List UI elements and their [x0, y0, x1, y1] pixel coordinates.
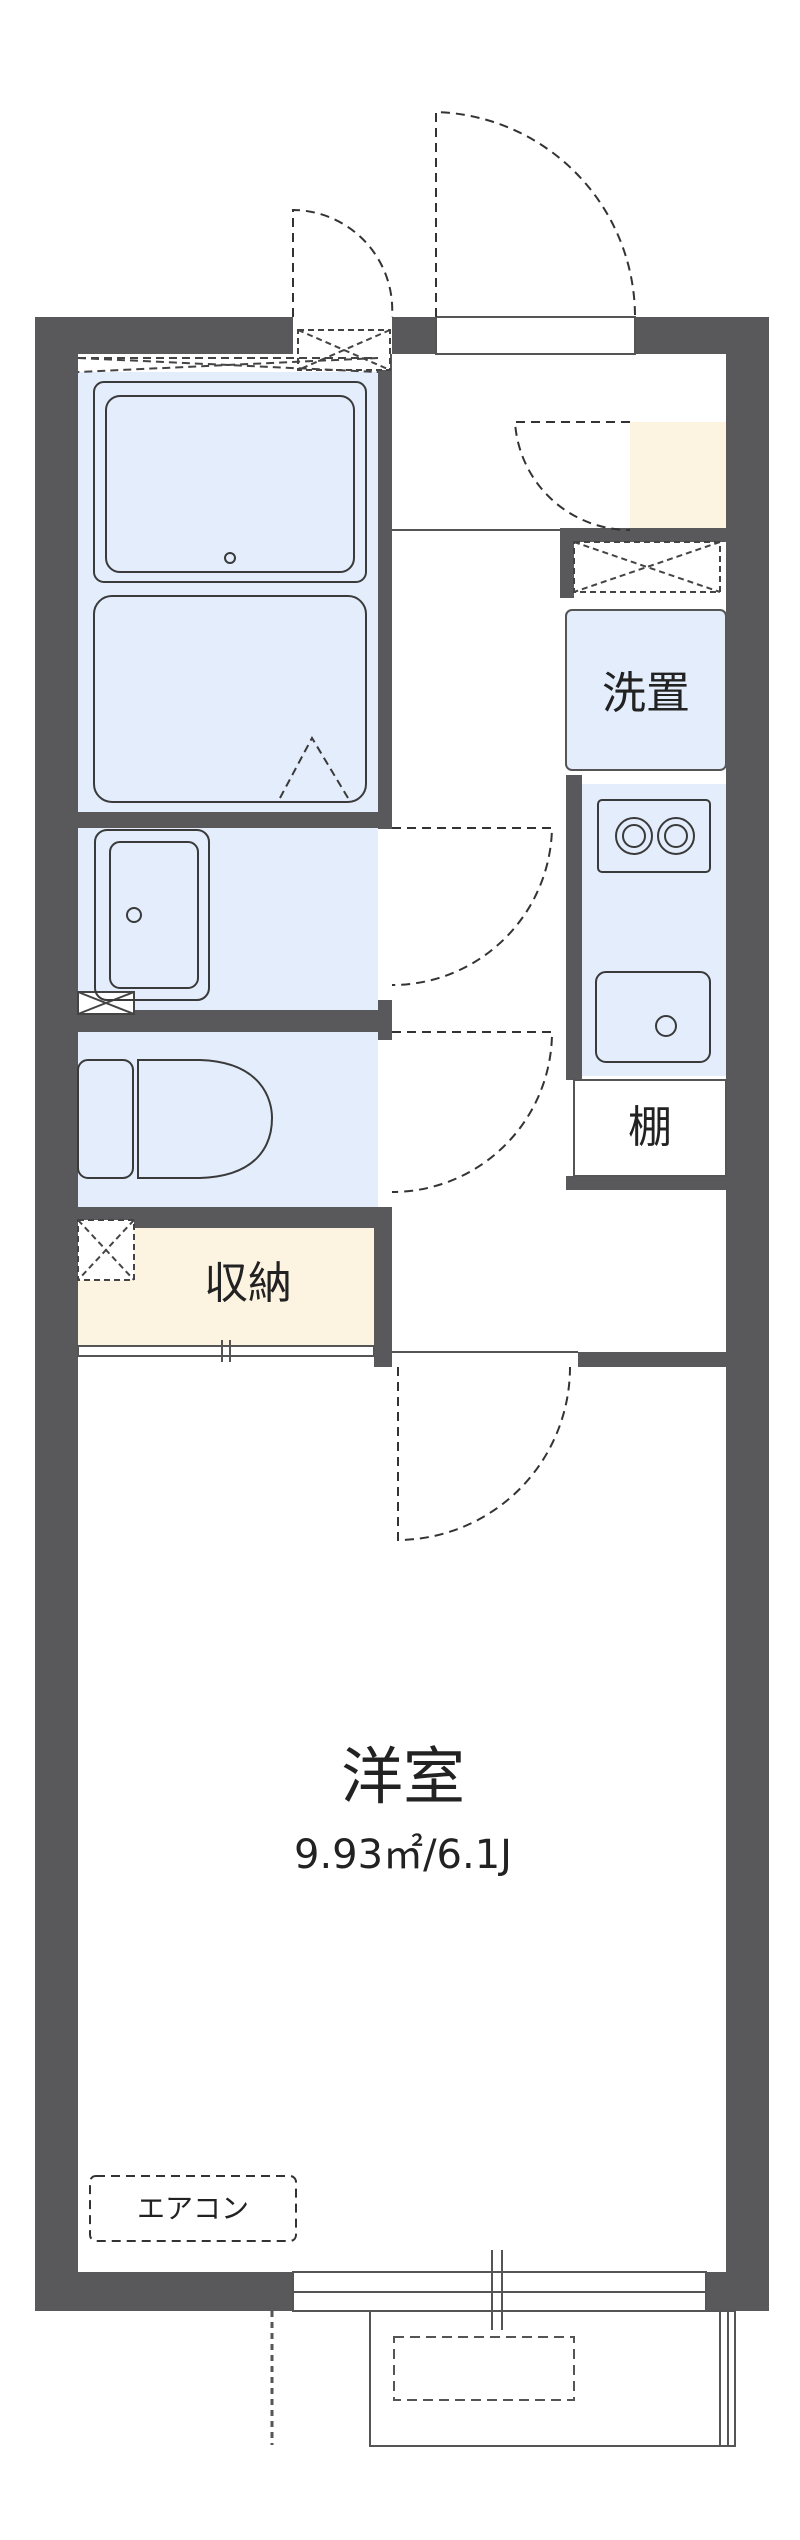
- wall-right: [726, 317, 769, 2311]
- pipe-shafts: [77, 329, 721, 1281]
- wall-top-left: [35, 317, 293, 354]
- washroom-floor: [78, 828, 378, 1010]
- pipe-shaft-icon: [77, 1219, 135, 1281]
- toilet-floor: [78, 1032, 378, 1207]
- aircon-outline: [89, 2175, 297, 2242]
- partition-toilet-bottom: [78, 1207, 392, 1228]
- shelf-label: 棚: [628, 1102, 672, 1153]
- pipe-shaft-icon: [573, 541, 721, 593]
- western-room-label: 洋室: [341, 1740, 465, 1813]
- shelf-box: [573, 1079, 727, 1177]
- balcony: [369, 2310, 736, 2447]
- room-door-swing: [397, 1366, 571, 1542]
- entrance-door-swing: [435, 110, 636, 318]
- partition-bath-bottom: [78, 812, 392, 828]
- partition-laundry-top: [560, 528, 726, 542]
- window-top: [435, 316, 636, 355]
- bathtub-icon: [93, 381, 367, 803]
- partition-shelf-bottom: [566, 1176, 726, 1190]
- walls: [35, 317, 769, 2311]
- shoe-box-door-swing: [513, 421, 631, 532]
- partition-bath-right: [378, 354, 392, 829]
- ps-door-swing: [292, 208, 394, 318]
- kitchen-counter: [582, 784, 726, 1076]
- western-room-area: 9.93㎡/6.1J: [294, 1832, 512, 1878]
- wall-top-right: [635, 317, 769, 354]
- partition-storage-right: [374, 1207, 392, 1367]
- shoe-box-floor: [630, 422, 726, 530]
- partition-wash-bottom: [78, 1010, 392, 1032]
- partition-wash-right: [378, 1000, 392, 1040]
- aircon-label: エアコン: [137, 2192, 249, 2225]
- thin-lines: [77, 316, 736, 2447]
- wall-left: [35, 317, 78, 2311]
- wall-bottom-right: [706, 2272, 769, 2311]
- storage-label: 収納: [204, 1258, 292, 1309]
- storage-bifold: [77, 1345, 375, 1357]
- laundry-label: 洗置: [602, 668, 690, 719]
- labels: 洗置 棚 収納 洋室 9.93㎡/6.1J エアコン: [137, 668, 690, 2225]
- balcony-inner: [393, 2336, 575, 2401]
- stove-icon: [597, 799, 711, 873]
- partition-kitchen-left: [566, 775, 582, 1080]
- wall-bottom-left: [35, 2272, 293, 2311]
- partition-hall-bottom: [578, 1352, 726, 1367]
- washbasin-icon: [94, 829, 210, 1001]
- partition-ps-left: [560, 528, 574, 598]
- door-swings: [89, 110, 636, 2242]
- sink-icon: [595, 971, 711, 1063]
- toilet-icon: [77, 1059, 274, 1179]
- washroom-door-swing: [391, 827, 554, 986]
- pipe-shaft-icon: [77, 991, 135, 1015]
- wall-top-mid: [392, 317, 436, 354]
- toilet-door-swing: [391, 1031, 554, 1193]
- ceiling-dashes: [77, 357, 379, 373]
- pipe-shaft-icon: [297, 329, 391, 371]
